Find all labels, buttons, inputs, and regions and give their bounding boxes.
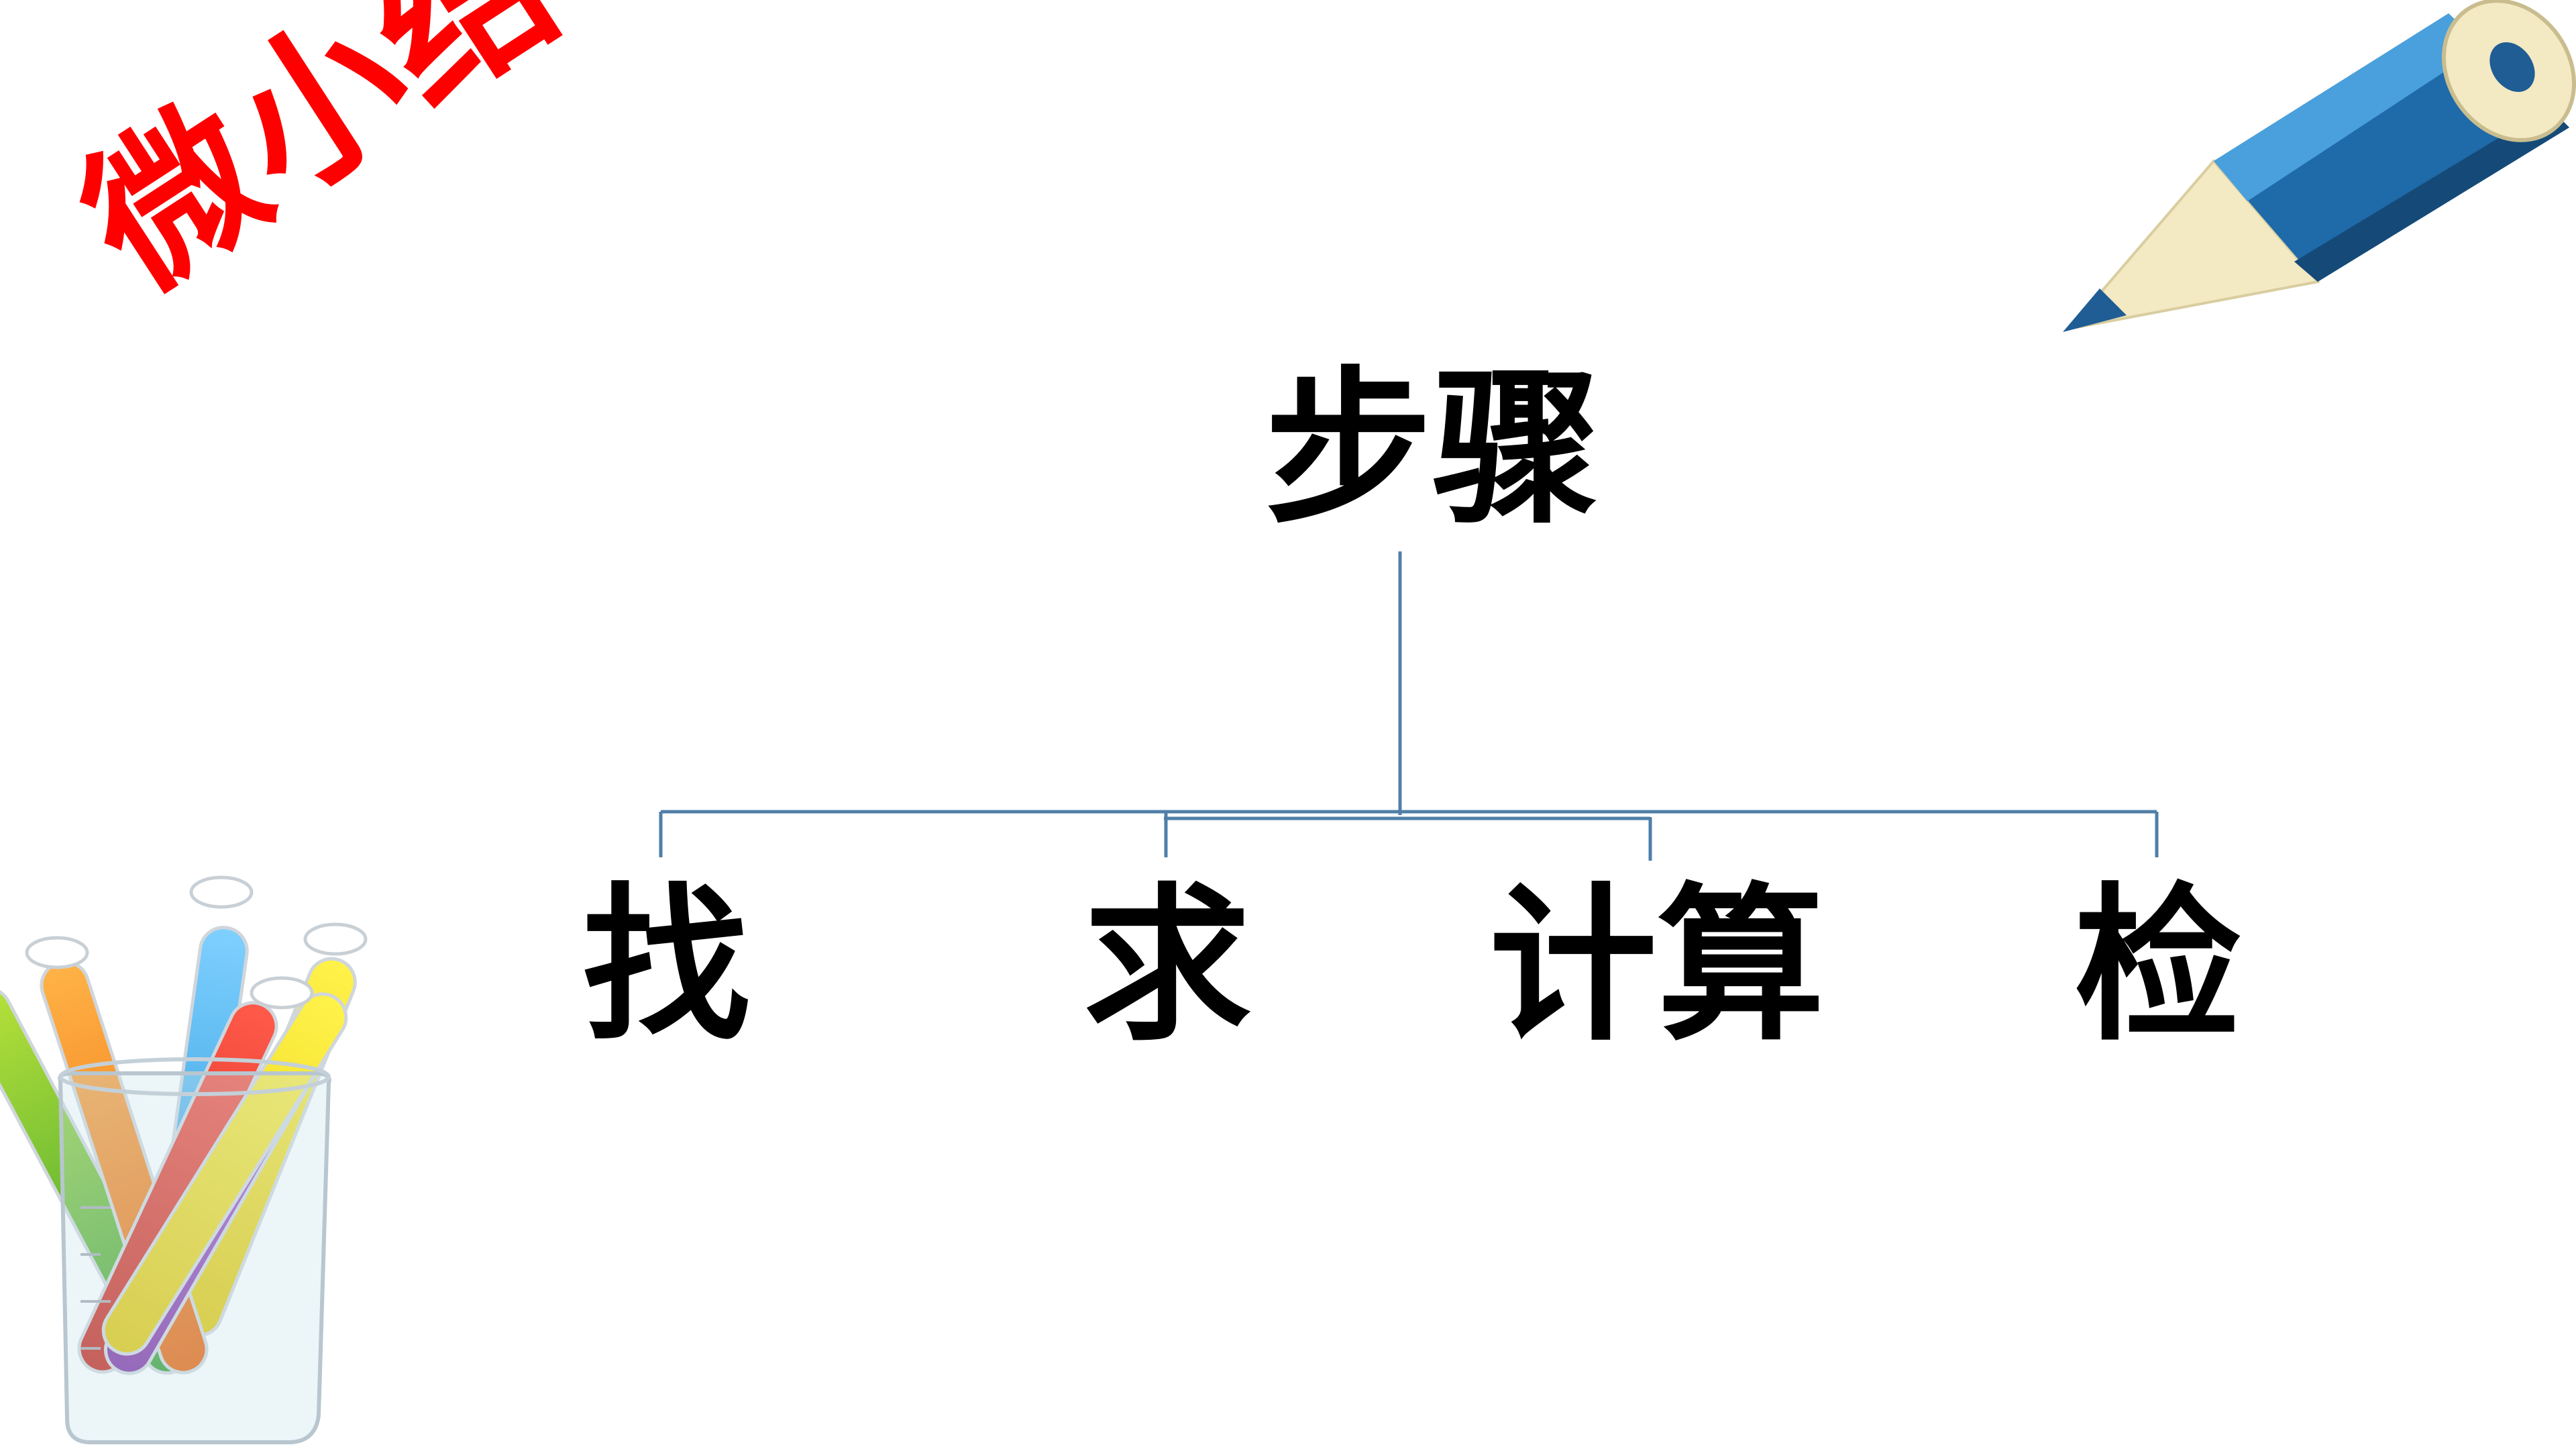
root-node: 步骤 [1265,352,1600,547]
child-node-calculate: 计算 [1489,868,1825,1063]
child-node-check: 检 [2074,868,2242,1063]
child-node-solve: 求 [1083,868,1251,1063]
child-node-find: 找 [582,868,750,1063]
